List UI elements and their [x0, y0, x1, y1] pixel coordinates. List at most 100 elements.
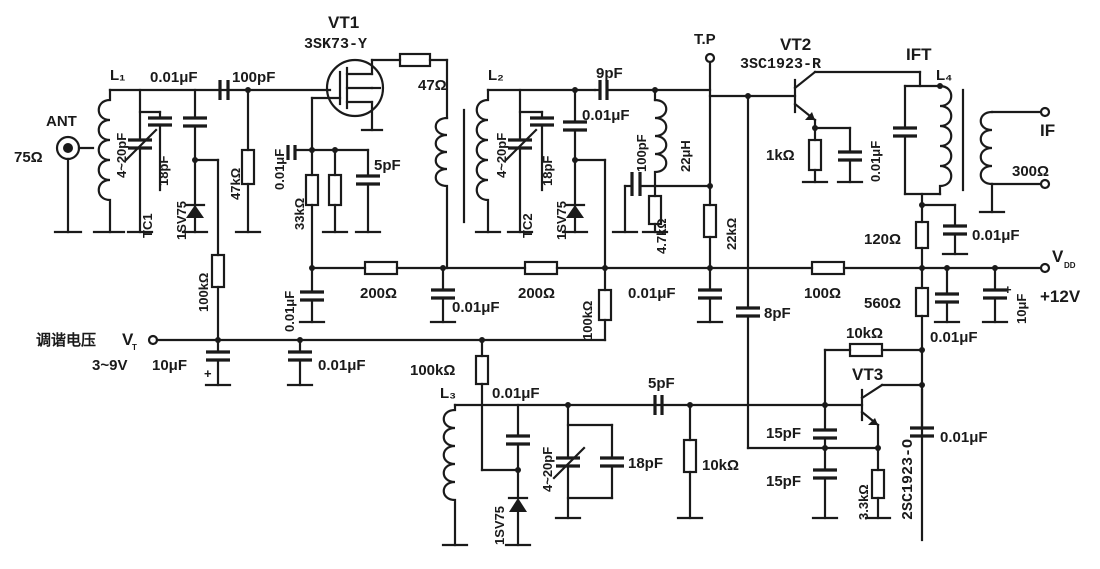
- r560-label: 560Ω: [864, 295, 901, 312]
- tc2-value: 4~20pF: [494, 133, 509, 178]
- gate-bias-network: [286, 145, 382, 270]
- transistor-vt1: [310, 58, 402, 152]
- d3-label: 1SV75: [492, 506, 507, 545]
- trimmer-tc3: [552, 402, 624, 520]
- ift-label: IFT: [906, 45, 932, 64]
- capacitor-mid-001: [429, 266, 457, 324]
- vt3-label: VT3: [852, 365, 883, 384]
- resistor-100k-3: [474, 338, 520, 472]
- vt2-part: 3SC1923-R: [740, 56, 821, 73]
- c-ift-001-label: 0.01μF: [972, 227, 1020, 244]
- c100p-2-label: 100pF: [634, 134, 649, 172]
- capacitor-001-input: [181, 88, 209, 234]
- r10k-b-label: 10kΩ: [702, 457, 739, 474]
- transistor-vt3: [811, 342, 934, 520]
- vdd-decoupling: [933, 266, 1009, 324]
- c8p-label: 8pF: [764, 305, 791, 322]
- c-left-001-label: 0.01μF: [282, 291, 297, 332]
- l1-label: L₁: [110, 67, 125, 84]
- l22u-label: 22μH: [678, 140, 693, 172]
- c100p-label: 100pF: [232, 69, 275, 86]
- resistor-100: [810, 260, 846, 276]
- r47-label: 47Ω: [418, 77, 447, 94]
- varicap-diode-2: [561, 87, 607, 270]
- l4-label: L₄: [936, 67, 952, 84]
- tune-range-label: 3~9V: [92, 357, 127, 374]
- c-e-001-label: 0.01μF: [868, 141, 883, 182]
- r3k3-label: 3.3kΩ: [856, 484, 871, 520]
- vt1-part: 3SK73-Y: [304, 36, 367, 53]
- ant-impedance-label: 75Ω: [14, 149, 43, 166]
- resistor-120: [914, 203, 969, 270]
- r120-label: 120Ω: [864, 231, 901, 248]
- capacitor-18pf-1: [138, 110, 172, 192]
- tc1-value: 4~20pF: [114, 133, 129, 178]
- capacitor-left-001: [298, 266, 326, 324]
- varicap-diode-3: [504, 403, 532, 547]
- r200-1-label: 200Ω: [360, 285, 397, 302]
- c-in-001-label: 0.01μF: [150, 69, 198, 86]
- c-vdd-001-label: 0.01μF: [930, 329, 978, 346]
- c18p-1-label: 18pF: [156, 156, 171, 186]
- transistor-vt2: [793, 70, 922, 184]
- r100k-1-label: 100kΩ: [196, 273, 211, 312]
- vdd-label: V: [1052, 247, 1064, 266]
- test-point: [696, 52, 724, 324]
- tuning-input: [147, 158, 607, 387]
- c-osc-002-label: 0.01μF: [940, 429, 988, 446]
- vt-sub-label: T: [132, 343, 137, 352]
- inductor-l1: [92, 88, 250, 234]
- r22k-label: 22kΩ: [724, 218, 739, 250]
- c-vt-001-label: 0.01μF: [318, 357, 366, 374]
- trimmer-tc1: [124, 88, 158, 234]
- resistor-200-1: [363, 260, 399, 276]
- r1k-label: 1kΩ: [766, 147, 795, 164]
- varicap-diode-1: [184, 157, 220, 218]
- resistor-47ohm: [398, 52, 449, 120]
- r100-label: 100Ω: [804, 285, 841, 302]
- c9p-label: 9pF: [596, 65, 623, 82]
- tune-label: 调谐电压: [36, 331, 96, 349]
- r47k-label: 47kΩ: [228, 168, 243, 200]
- r100k-2-label: 100kΩ: [580, 301, 595, 340]
- d2-label: 1SV75: [554, 201, 569, 240]
- c-vt-plus: +: [204, 366, 212, 381]
- capacitor-9pf: [593, 80, 657, 100]
- ift-transformer-l4: [893, 70, 1051, 214]
- tc2-label: TC2: [520, 213, 535, 238]
- vt2-label: VT2: [780, 35, 811, 54]
- r200-2-label: 200Ω: [518, 285, 555, 302]
- capacitor-100pf: [218, 80, 230, 100]
- c18p-3-label: 18pF: [628, 455, 663, 472]
- vdd-sub-label: DD: [1064, 261, 1076, 270]
- tc1-label: TC1: [140, 213, 155, 238]
- inductor-22uh-network: [611, 87, 712, 234]
- r33k-label: 33kΩ: [292, 198, 307, 230]
- c5p-2-label: 5pF: [648, 375, 675, 392]
- vt3-part: 2SC1923-O: [900, 439, 917, 520]
- l2-label: L₂: [488, 67, 504, 84]
- tp-label: T.P: [694, 31, 716, 48]
- c18p-2-label: 18pF: [540, 156, 555, 186]
- c-001-2-label: 0.01μF: [582, 107, 630, 124]
- capacitor-8pf: [736, 94, 827, 450]
- capacitor-5pf-osc: [653, 395, 827, 520]
- c-gate-001-label: 0.01μF: [272, 149, 287, 190]
- if-label: IF: [1040, 121, 1055, 140]
- if-impedance-label: 300Ω: [1012, 163, 1049, 180]
- transformer-l2: [434, 88, 597, 270]
- c-vt-10u-label: 10μF: [152, 357, 187, 374]
- c15p-2-label: 15pF: [766, 473, 801, 490]
- r4k7-label: 4.7kΩ: [654, 218, 669, 254]
- inductor-l3: [441, 403, 662, 547]
- c-vdd-10u-label: 10μF: [1014, 294, 1029, 324]
- vt1-label: VT1: [328, 13, 359, 32]
- trimmer-tc2: [504, 88, 554, 234]
- l3-label: L₃: [440, 385, 456, 402]
- vt-label: V: [122, 330, 134, 349]
- d1-label: 1SV75: [174, 201, 189, 240]
- r10k-fb-label: 10kΩ: [846, 325, 883, 342]
- c-osc-001-label: 0.01μF: [492, 385, 540, 402]
- r100k-3-label: 100kΩ: [410, 362, 455, 379]
- c5p-label: 5pF: [374, 157, 401, 174]
